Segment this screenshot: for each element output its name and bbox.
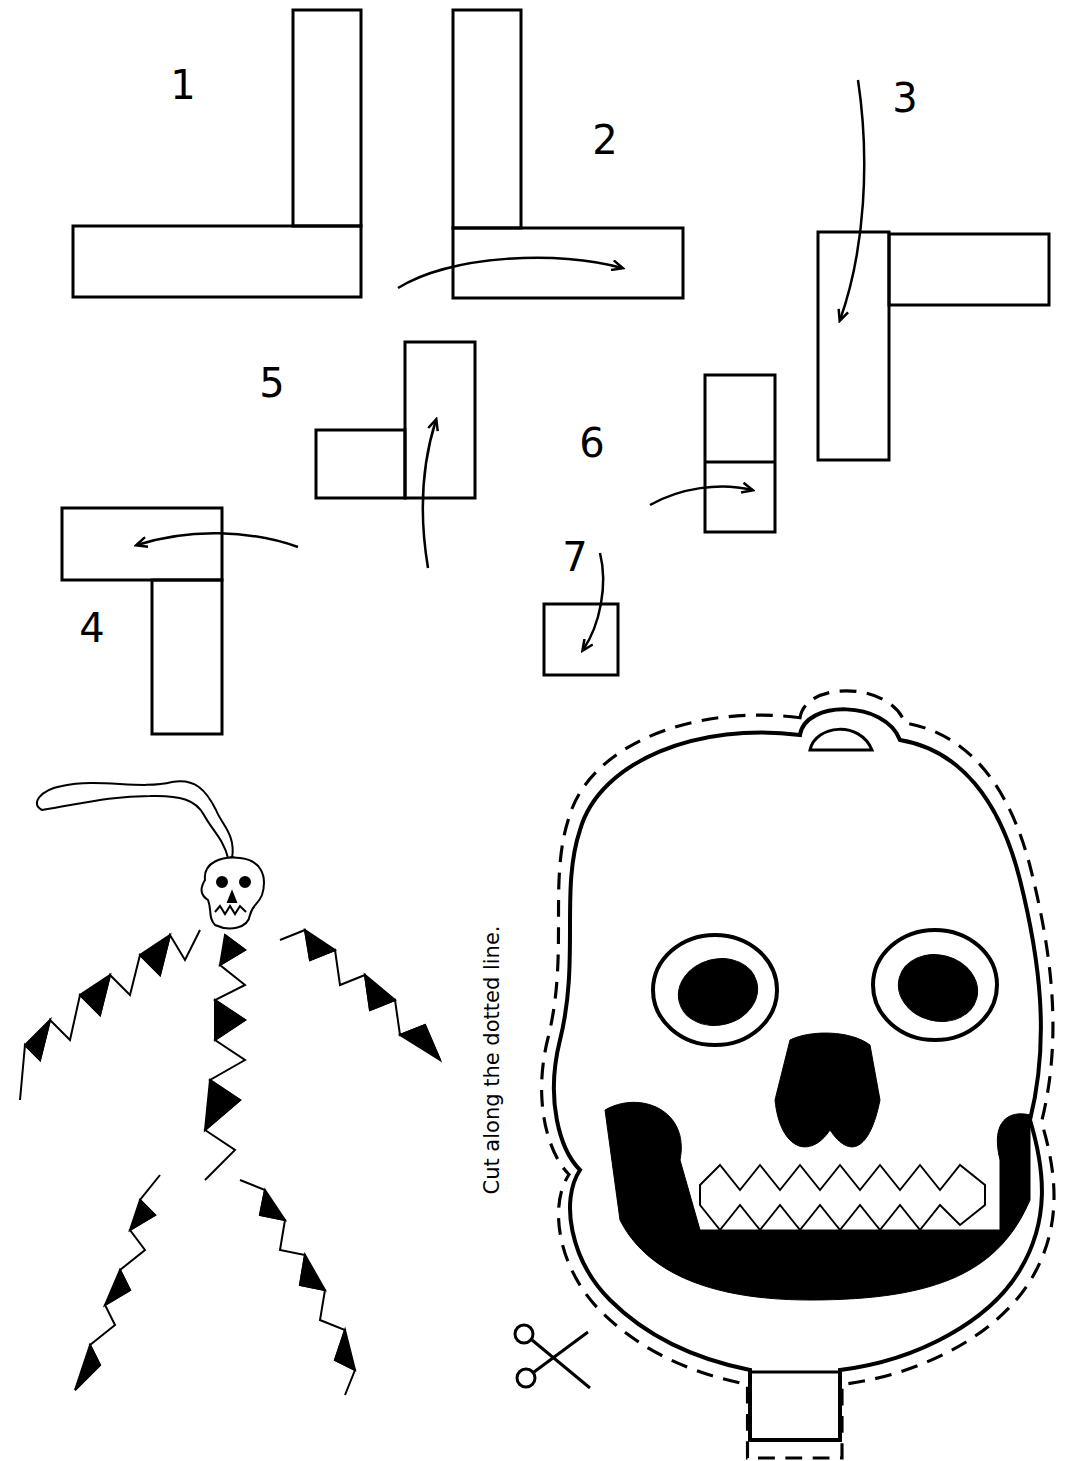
step-number: 2 bbox=[592, 120, 617, 160]
step-number: 1 bbox=[170, 65, 195, 105]
skeleton-figure bbox=[20, 781, 440, 1395]
step-number: 6 bbox=[579, 423, 604, 463]
fold-steps bbox=[62, 10, 1049, 734]
cut-instruction: Cut along the dotted line. bbox=[482, 925, 503, 1194]
scissors-symbol bbox=[515, 1325, 590, 1388]
step-number: 3 bbox=[892, 78, 917, 118]
step-number: 7 bbox=[562, 537, 587, 577]
step-number: 5 bbox=[259, 363, 284, 403]
step-number: 4 bbox=[79, 608, 104, 648]
skull-cutout bbox=[542, 691, 1054, 1458]
